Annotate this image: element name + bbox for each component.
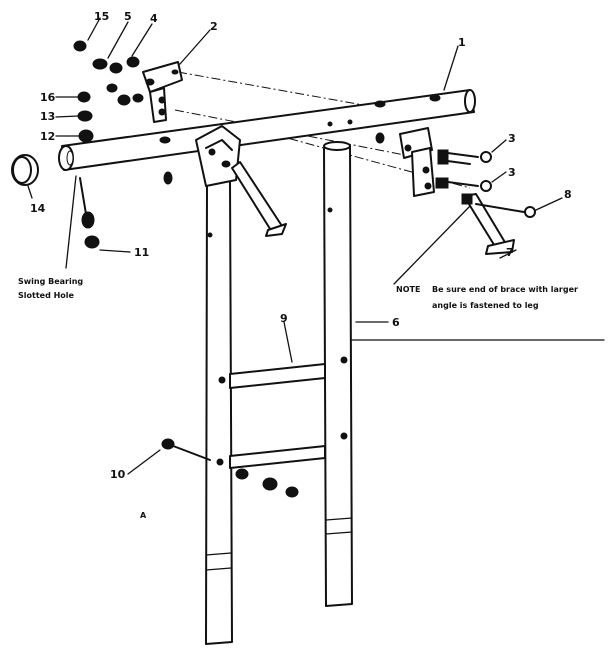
- front-leg: [205, 179, 233, 645]
- callout-1: 1: [458, 36, 466, 49]
- callout-a: A: [140, 511, 147, 520]
- callout-5: 5: [124, 10, 132, 23]
- note-title: NOTE: [396, 285, 420, 294]
- callout-13: 13: [40, 110, 55, 123]
- frame-drawing: [11, 17, 605, 645]
- callout-3-lower: 3: [508, 166, 516, 179]
- callout-4: 4: [150, 12, 158, 25]
- note-line-2: angle is fastened to leg: [432, 301, 539, 310]
- bearing-cap-14: [11, 154, 39, 186]
- bracket-2: [142, 61, 183, 123]
- callout-2: 2: [210, 20, 218, 33]
- rear-leg-6: [323, 141, 353, 607]
- slotted-hole-label: Slotted Hole: [18, 291, 75, 300]
- swing-bearing-label: Swing Bearing: [18, 277, 83, 286]
- callout-9: 9: [280, 312, 288, 325]
- callout-10: 10: [110, 468, 126, 481]
- ladder-rungs-9: [229, 363, 326, 469]
- note-line-1: Be sure end of brace with larger: [432, 285, 578, 294]
- top-left-hardware: [73, 40, 144, 106]
- callout-11: 11: [134, 246, 149, 259]
- callout-15: 15: [94, 10, 109, 23]
- assembly-line-top: [177, 71, 381, 109]
- callout-8: 8: [564, 188, 572, 201]
- callout-14: 14: [30, 202, 46, 215]
- callout-numbers: 15 5 4 2 1 16 13 12 14 3 3 8 7 11 9 6 10…: [30, 10, 572, 520]
- callout-12: 12: [40, 130, 55, 143]
- bracket-3: [375, 127, 435, 197]
- callout-3-upper: 3: [508, 132, 516, 145]
- callout-6: 6: [392, 316, 400, 329]
- assembly-line-mid: [174, 109, 431, 161]
- callout-7: 7: [506, 246, 514, 259]
- bolt-10: [161, 438, 299, 498]
- left-hardware: [77, 91, 173, 249]
- callout-16: 16: [40, 91, 56, 104]
- front-brace: [231, 161, 287, 237]
- top-bar-1: [58, 89, 476, 171]
- brace-7: [461, 193, 536, 255]
- center-bracket: [195, 125, 241, 187]
- leader-lines: [27, 17, 605, 475]
- bolts-3: [435, 149, 492, 192]
- annotations: Swing Bearing Slotted Hole NOTE Be sure …: [18, 277, 578, 310]
